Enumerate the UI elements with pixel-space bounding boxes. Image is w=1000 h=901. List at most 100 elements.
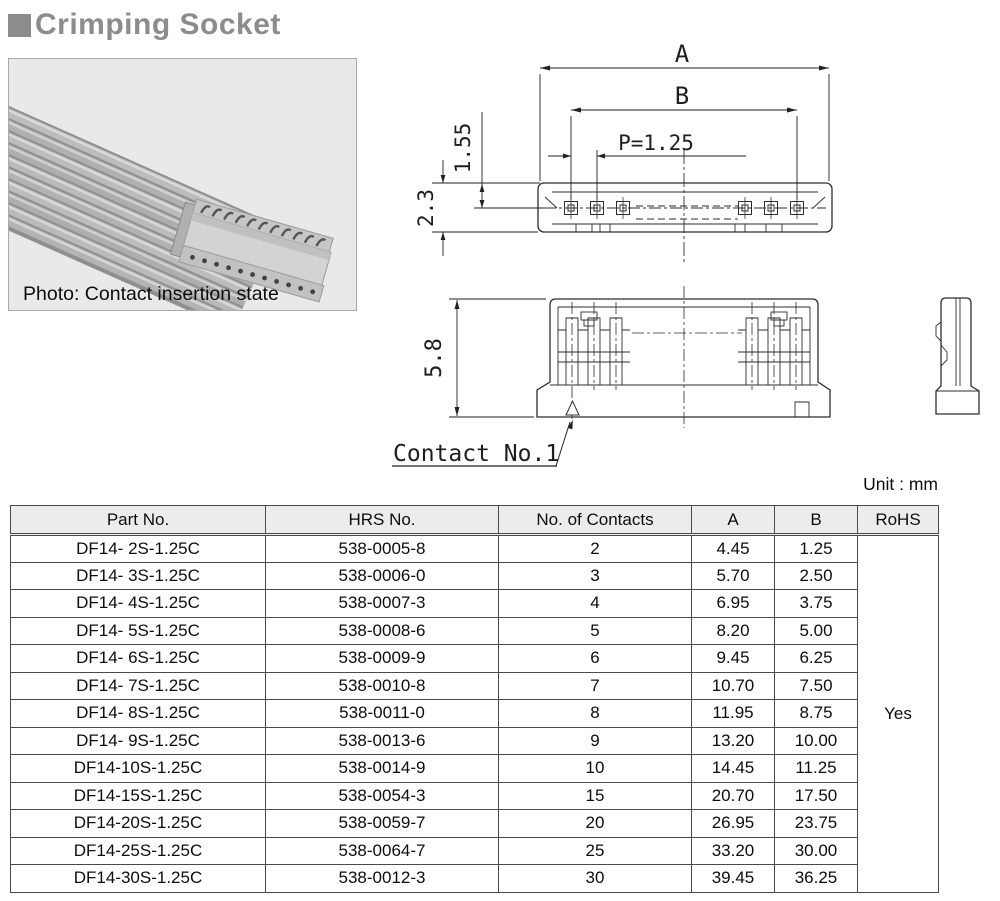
cell-part-no: DF14- 4S-1.25C [10,589,266,618]
dim-label-b: B [675,82,689,110]
cell-a: 4.45 [691,534,775,563]
cell-hrs-no: 538-0005-8 [265,534,499,563]
front-view-drawing [536,286,831,428]
cell-a: 33.20 [691,836,775,865]
cell-hrs-no: 538-0010-8 [265,671,499,700]
cell-a: 8.20 [691,616,775,645]
side-view-drawing [935,297,980,415]
cell-a: 14.45 [691,754,775,783]
product-photo: Photo: Contact insertion state [8,58,357,311]
top-view-dimensions [432,67,830,256]
cell-b: 11.25 [774,754,858,783]
cell-a: 9.45 [691,644,775,673]
cell-b: 23.75 [774,809,858,838]
photo-image [9,59,356,310]
cell-rohs: Yes [857,534,939,893]
cell-contacts: 30 [498,864,692,893]
dim-label-a: A [675,40,690,68]
header-a: A [691,505,775,536]
header-hrs-no: HRS No. [265,505,499,536]
cell-hrs-no: 538-0007-3 [265,589,499,618]
cell-b: 6.25 [774,644,858,673]
cell-contacts: 15 [498,781,692,810]
cell-a: 11.95 [691,699,775,728]
cell-b: 8.75 [774,699,858,728]
cell-a: 20.70 [691,781,775,810]
cell-a: 5.70 [691,561,775,590]
cell-hrs-no: 538-0064-7 [265,836,499,865]
cell-hrs-no: 538-0014-9 [265,754,499,783]
cell-hrs-no: 538-0011-0 [265,699,499,728]
page-title: Crimping Socket [8,8,281,42]
parts-table-wrap: Part No. HRS No. No. of Contacts A B RoH… [10,505,939,893]
cell-b: 7.50 [774,671,858,700]
cell-contacts: 25 [498,836,692,865]
cell-hrs-no: 538-0006-0 [265,561,499,590]
cell-a: 13.20 [691,726,775,755]
cell-a: 6.95 [691,589,775,618]
parts-table: Part No. HRS No. No. of Contacts A B RoH… [10,505,939,893]
cell-contacts: 20 [498,809,692,838]
header-rohs: RoHS [857,505,939,536]
cell-b: 36.25 [774,864,858,893]
table-header-row: Part No. HRS No. No. of Contacts A B RoH… [10,505,939,536]
page-title-text: Crimping Socket [35,8,281,41]
header-b: B [774,505,858,536]
cell-contacts: 7 [498,671,692,700]
cell-b: 3.75 [774,589,858,618]
top-view-drawing [537,150,833,262]
dim-label-pitch: P=1.25 [618,131,694,155]
cell-hrs-no: 538-0013-6 [265,726,499,755]
cell-part-no: DF14- 5S-1.25C [10,616,266,645]
cell-contacts: 2 [498,534,692,563]
cell-b: 5.00 [774,616,858,645]
photo-connector [169,198,334,303]
cell-contacts: 3 [498,561,692,590]
cell-contacts: 8 [498,699,692,728]
cell-contacts: 10 [498,754,692,783]
top-view-contacts [564,197,804,219]
cell-hrs-no: 538-0054-3 [265,781,499,810]
cell-part-no: DF14- 3S-1.25C [10,561,266,590]
cell-a: 26.95 [691,809,775,838]
photo-caption: Photo: Contact insertion state [23,283,279,305]
cell-part-no: DF14-30S-1.25C [10,864,266,893]
cell-part-no: DF14- 9S-1.25C [10,726,266,755]
cell-b: 2.50 [774,561,858,590]
cell-b: 10.00 [774,726,858,755]
cell-part-no: DF14- 2S-1.25C [10,534,266,563]
cell-hrs-no: 538-0059-7 [265,809,499,838]
front-view-arrowheads [454,300,573,430]
dim-label-1-55: 1.55 [451,123,475,174]
cell-contacts: 4 [498,589,692,618]
cell-b: 1.25 [774,534,858,563]
header-part-no: Part No. [10,505,266,536]
cell-contacts: 6 [498,644,692,673]
cell-contacts: 9 [498,726,692,755]
cell-a: 10.70 [691,671,775,700]
cell-part-no: DF14-15S-1.25C [10,781,266,810]
cell-part-no: DF14-25S-1.25C [10,836,266,865]
contact-no1-label: Contact No.1 [393,441,559,467]
technical-drawing: A B P=1.25 1.55 2.3 [392,40,980,467]
top-view-arrowheads [440,65,829,240]
title-bullet-icon [8,13,31,37]
cell-hrs-no: 538-0009-9 [265,644,499,673]
cell-part-no: DF14-20S-1.25C [10,809,266,838]
cell-part-no: DF14-10S-1.25C [10,754,266,783]
dim-label-5-8: 5.8 [422,338,447,378]
dim-label-2-3: 2.3 [414,189,438,227]
